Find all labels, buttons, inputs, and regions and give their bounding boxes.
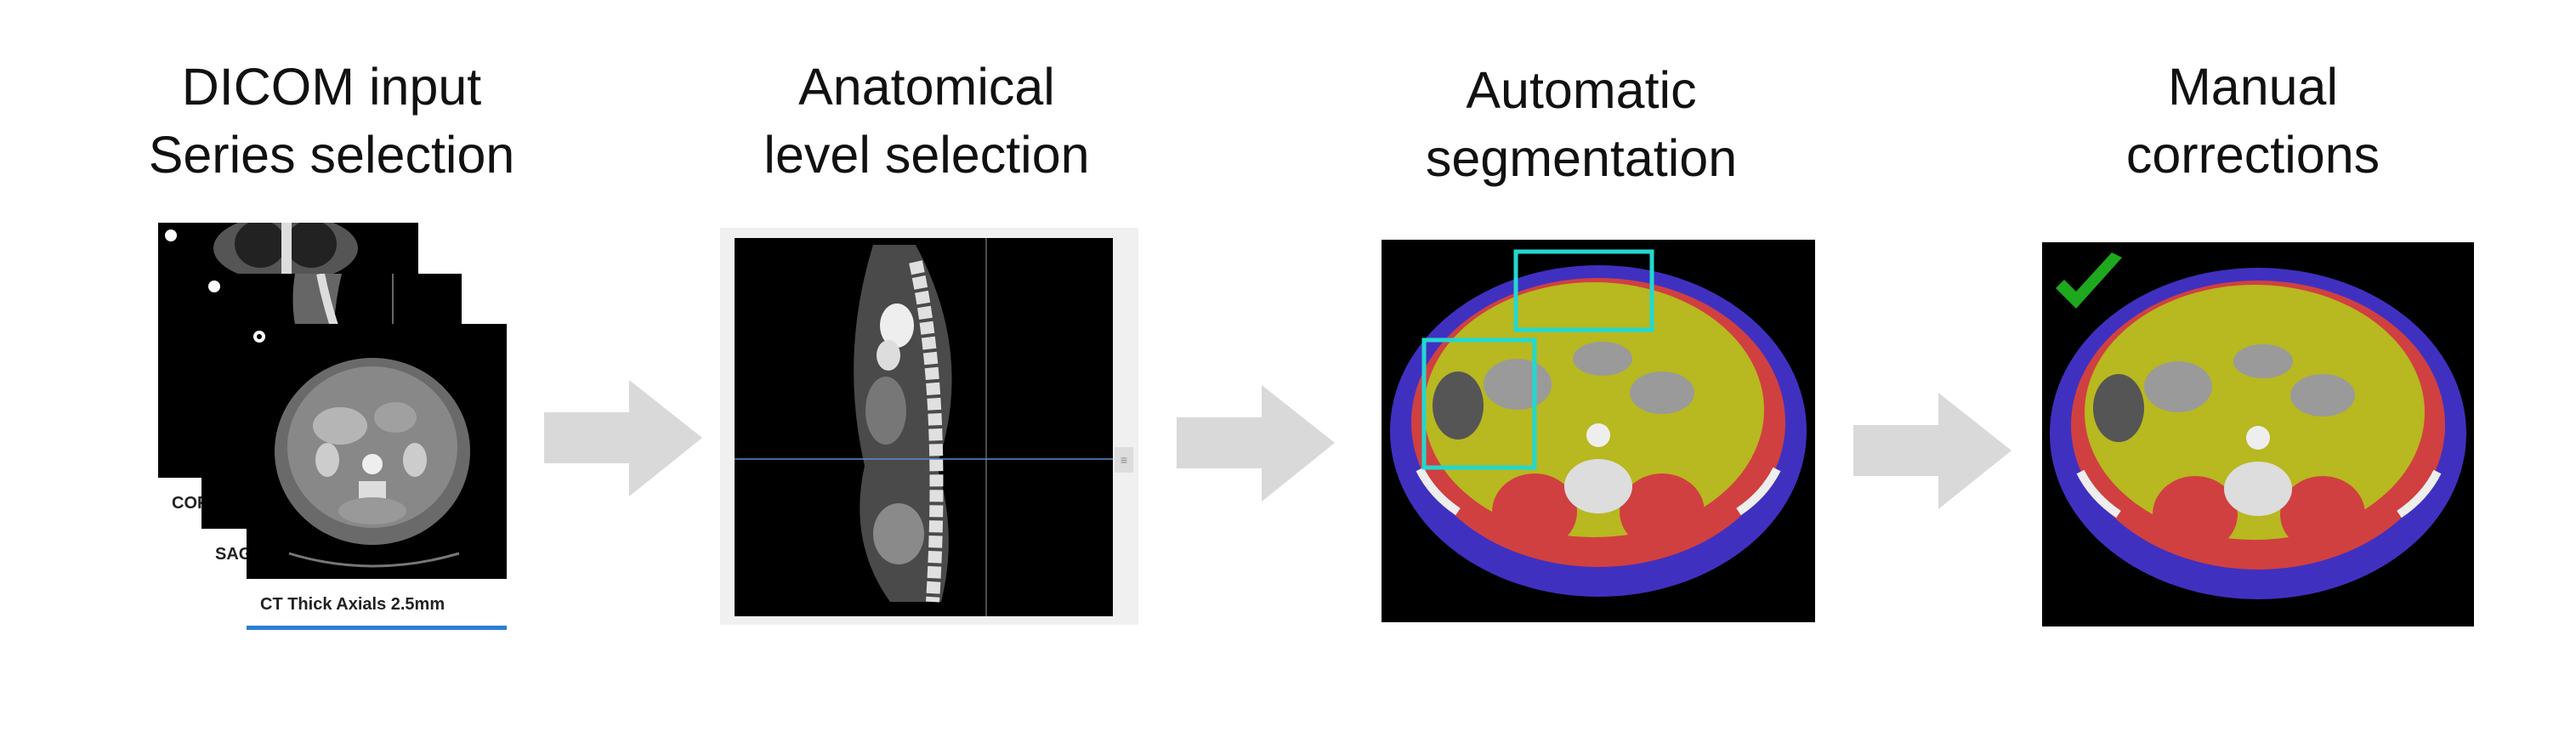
- stage-title-dicom-input: DICOM input Series selection: [102, 53, 561, 189]
- handle-grip-icon: ≡: [1120, 453, 1128, 467]
- stage-title-line: level selection: [763, 126, 1090, 184]
- highlight-box: [1513, 249, 1654, 332]
- selection-underline: [247, 626, 507, 630]
- stage-title-line: Series selection: [148, 126, 515, 184]
- arrow-right-icon: [1177, 385, 1335, 502]
- series-radio-icon[interactable]: [208, 281, 220, 292]
- stage-title-line: Anatomical: [798, 58, 1055, 116]
- series-card-ct-thick-axials[interactable]: CT Thick Axials 2.5mm: [247, 324, 507, 630]
- axial-ct-thumbnail: [247, 324, 507, 579]
- stage-title-automatic-segmentation: Automatic segmentation: [1369, 56, 1794, 192]
- stage-title-line: corrections: [2125, 126, 2380, 184]
- series-radio-selected-icon[interactable]: [253, 331, 265, 343]
- manual-corrections-image: [2042, 242, 2474, 626]
- stage-title-line: DICOM input: [181, 58, 482, 116]
- segmentation-overlay: [1390, 249, 1807, 597]
- automatic-segmentation-image: [1382, 240, 1815, 622]
- sagittal-ct-image: [735, 238, 1113, 616]
- corrected-segmentation-overlay: [2050, 268, 2466, 599]
- stage-title-line: Manual: [2167, 58, 2339, 116]
- stage-title-line: segmentation: [1425, 129, 1738, 187]
- arrow-right-icon: [1853, 393, 2011, 509]
- stage-title-manual-corrections: Manual corrections: [2040, 53, 2465, 189]
- stage-title-line: Automatic: [1466, 61, 1697, 119]
- anatomical-level-viewer[interactable]: ≡: [720, 228, 1138, 625]
- series-radio-icon[interactable]: [165, 230, 177, 241]
- arrow-right-icon: [544, 380, 702, 496]
- checkmark-icon: [2056, 252, 2122, 309]
- highlight-box: [1421, 337, 1537, 470]
- level-slider-handle[interactable]: ≡: [1115, 447, 1133, 473]
- stage-title-anatomical-level: Anatomical level selection: [714, 53, 1139, 189]
- series-label: CT Thick Axials 2.5mm: [247, 579, 507, 630]
